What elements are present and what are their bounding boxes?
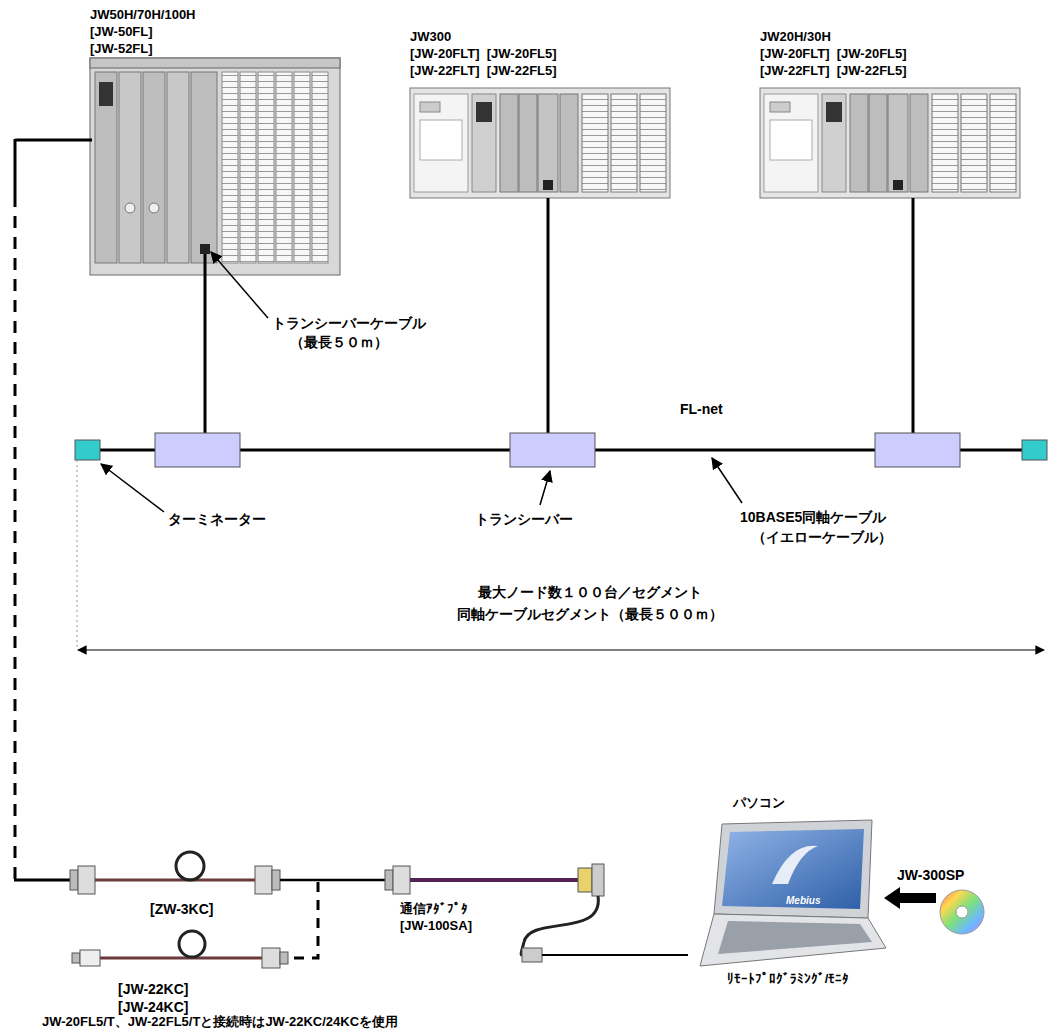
text-slot: トランシーバー [475,510,573,528]
text-slot: JW50H/70H/100H [90,6,196,23]
annotation-label: [JW-24KC] [118,999,189,1015]
adapter-label: [JW-100SA] [400,918,472,933]
annotation-label: [JW-22KC] [118,981,189,997]
annotation-label: ターミネーター [168,511,266,527]
plc-rack-large [90,58,340,275]
device-label: JW50H/70H/100H [90,7,196,22]
text-slot: JW-300SP [897,866,964,884]
text-slot: [JW-22KC] [118,980,189,998]
cable-line [611,954,688,956]
text-slot: [JW-22FLT] [JW-22FL5] [410,62,557,79]
annotation-label: 10BASE5同軸ケーブル [740,509,886,525]
plc-unit: JW20H/30H [JW-20FLT] [JW-20FL5] [JW-22FLT]… [758,26,1024,199]
transceiver [155,433,240,467]
annotation-label: （最長５０ｍ） [290,334,388,350]
text-slot: [JW-50FL] [90,23,153,40]
pc-label: パソコン [733,795,785,810]
text-slot: （イエローケーブル） [752,528,892,546]
dashed-cable [14,195,17,880]
device-label: [JW-52FL] [90,41,153,56]
transceiver-cable [547,198,550,433]
text-slot: [JW-100SA] [400,917,472,934]
text-slot: JW300 [410,28,451,45]
annotation-label: トランシーバーケーブル [272,315,426,331]
annotation-label: （イエローケーブル） [752,529,892,545]
annotation-label: JW-300SP [897,867,964,883]
device-label: [JW-20FLT] [JW-20FL5] [760,46,907,61]
annotation-label: トランシーバー [475,511,573,527]
dashed-cable [290,882,318,958]
plc-unit: JW50H/70H/100H [JW-50FL] [JW-52FL] [85,4,347,276]
transceiver-cable [204,254,207,433]
text-slot: 同軸ケーブルセグメント（最長５００ｍ） [240,605,940,623]
text-slot: トランシーバーケーブル [272,314,426,332]
plc-rack-small [760,88,1020,198]
pc-label: ﾘﾓｰﾄﾌﾟﾛｸﾞﾗﾐﾝｸﾞ/ﾓﾆﾀ [727,971,850,986]
adapter-label: 通信ｱﾀﾞﾌﾟﾀ [400,901,468,916]
text-slot: 通信ｱﾀﾞﾌﾟﾀ [400,900,468,917]
cable [15,139,92,142]
annotation-label: FL-net [680,401,723,417]
text-slot: [JW-20FLT] [JW-20FL5] [760,45,907,62]
device-label: [JW-20FLT] [JW-20FL5] [410,46,557,61]
dimension-extension [77,460,78,650]
cd-disc [940,890,984,934]
terminator [1022,440,1047,460]
text-slot: [JW-24KC] [118,998,189,1016]
laptop-picture [700,820,886,966]
text-slot: [JW-52FL] [90,40,153,57]
device-label: JW20H/30H [760,29,831,44]
device-label: [JW-50FL] [90,24,153,39]
annotation-label: JW-20FL5/T、JW-22FL5/Tと接続時はJW-22KC/24KCを使… [42,1014,398,1029]
text-slot: ターミネーター [168,510,266,528]
cable [14,139,17,195]
text-slot: （最長５０ｍ） [290,333,388,351]
plc-rack-small [410,88,670,198]
device-label: [JW-22FLT] [JW-22FL5] [760,63,907,78]
annotation-label: Mebius [786,895,820,906]
device-label: JW300 [410,29,451,44]
transceiver [875,433,960,467]
text-slot: 10BASE5同軸ケーブル [740,508,886,526]
text-slot: Mebius [786,890,820,910]
device-label: [JW-22FLT] [JW-22FL5] [410,63,557,78]
leader-line [101,464,164,512]
transceiver-cable [912,198,915,433]
text-slot: 最大ノード数１００台／セグメント [240,583,940,601]
leader-line [540,471,550,505]
text-slot: JW20H/30H [760,28,831,45]
zw-3kc-cable [70,852,385,894]
jw-22kc-cable [72,931,288,968]
leader-line [211,252,268,318]
text-slot: FL-net [680,400,723,418]
text-slot: ﾘﾓｰﾄﾌﾟﾛｸﾞﾗﾐﾝｸﾞ/ﾓﾆﾀ [688,970,888,987]
adapter-unit: 通信ｱﾀﾞﾌﾟﾀ [JW-100SA] [385,862,611,968]
text-slot: [ZW-3KC] [150,900,213,918]
plc-unit: JW300 [JW-20FLT] [JW-20FL5] [JW-22FLT] [JW… [408,26,674,199]
annotation-label: [ZW-3KC] [150,901,213,917]
install-arrow [884,887,936,909]
leader-line [712,458,742,503]
cd-hole [956,906,968,918]
communication-adapter [385,864,611,962]
dimension-arrow [78,649,1044,650]
text-slot: [JW-22FLT] [JW-22FL5] [760,62,907,79]
pc-unit: パソコン ﾘﾓｰﾄﾌﾟﾛｸﾞﾗﾐﾝｸﾞ/ﾓﾆﾀ [688,792,888,994]
cable [14,879,70,882]
text-slot: JW-20FL5/T、JW-22FL5/Tと接続時はJW-22KC/24KCを使… [42,1012,398,1031]
text-slot: [JW-20FLT] [JW-20FL5] [410,45,557,62]
text-slot: パソコン [733,794,785,811]
annotation-label: 同軸ケーブルセグメント（最長５００ｍ） [457,606,723,622]
transceiver [510,433,595,467]
terminator [75,440,100,460]
annotation-label: 最大ノード数１００台／セグメント [478,584,702,600]
